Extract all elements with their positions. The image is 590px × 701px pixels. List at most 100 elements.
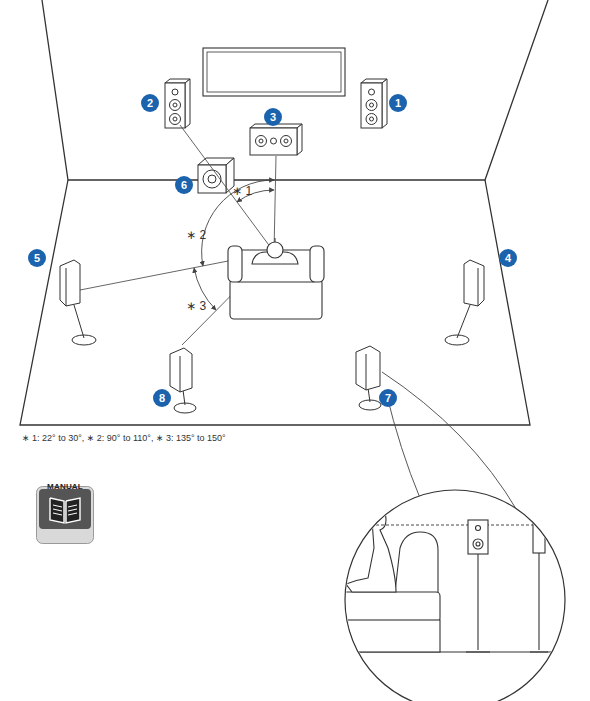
sofa-top-view-part [267, 242, 283, 258]
manual-icon: MANUAL [36, 486, 94, 544]
zoom-circle-part-part [530, 651, 548, 652]
callout-number: 5 [28, 249, 46, 267]
book-line [53, 509, 62, 511]
back-speaker-part [356, 346, 380, 390]
tv-screen-part [207, 52, 341, 92]
center-speaker-part [297, 124, 302, 155]
zoom-circle-part-part [340, 620, 440, 652]
surround-speaker-part [457, 305, 470, 338]
room-walls-part [42, 0, 548, 180]
callout-number: 7 [379, 389, 397, 407]
front-speaker-part [361, 83, 382, 128]
front-speaker-part [370, 103, 374, 107]
back-speaker-part [183, 390, 185, 405]
center-speaker-part [281, 136, 292, 147]
front-speaker [165, 79, 387, 128]
front-speaker-part [366, 114, 377, 125]
angle-lines-part [180, 125, 274, 252]
zoom-circle-part-part [476, 542, 480, 546]
front-speaker-part [172, 89, 178, 95]
subwoofer-part [203, 170, 221, 188]
zoom-circle-part-part [346, 510, 396, 592]
callout-text: 5 [34, 253, 40, 264]
front-speaker-part [170, 100, 181, 111]
subwoofer [198, 158, 234, 193]
front-speaker-part [170, 114, 181, 125]
center-speaker-part [256, 136, 267, 147]
book-page [50, 498, 64, 523]
front-speaker-part [173, 103, 177, 107]
back-speaker-part [170, 348, 192, 392]
callout-number: 8 [153, 389, 171, 407]
icon-panel [39, 489, 91, 529]
back-speaker-part [368, 388, 370, 402]
front-speaker-part [366, 100, 377, 111]
callout-number: 6 [175, 176, 193, 194]
callout-text: 8 [159, 393, 165, 404]
callout-text: 6 [181, 180, 187, 191]
callout-text: 3 [270, 112, 276, 123]
surround-speaker-part [66, 268, 67, 306]
book-line [68, 505, 77, 507]
front-speaker-part [369, 89, 375, 95]
zoom-circle-part-part [466, 651, 490, 652]
footnote-text: ∗ 1: 22° to 30°, ∗ 2: 90° to 110°, ∗ 3: … [22, 434, 226, 444]
book-page [66, 498, 80, 523]
callout-number: 3 [264, 108, 282, 126]
center-speaker-part [259, 139, 263, 143]
manual-icon-shape [36, 486, 94, 544]
subwoofer-part [198, 165, 226, 193]
sofa-top-view [228, 238, 324, 319]
surround-speaker-part [74, 305, 84, 338]
zoom-circle-part-part [477, 554, 478, 650]
book-line [53, 513, 62, 515]
zoom-circle-part-part [468, 520, 488, 554]
front-speaker-part [185, 79, 190, 128]
icon-frame [37, 487, 94, 544]
back-speaker [170, 346, 381, 413]
sofa-top-view-part [230, 279, 322, 319]
callout-text: 7 [385, 393, 391, 404]
back-speaker-part [180, 356, 181, 392]
center-speaker-part [271, 138, 277, 144]
callout-number: 4 [499, 249, 517, 267]
front-speaker-part [370, 117, 374, 121]
callout-number: 2 [141, 94, 159, 112]
center-speaker-part [250, 128, 297, 155]
angle-label: ∗ 2 [186, 229, 206, 242]
zoom-circle-part-part [476, 526, 481, 531]
center-speaker-part [284, 139, 288, 143]
zoom-circle-part-part [473, 539, 483, 549]
zoom-circle-part-part [538, 553, 539, 650]
tv-screen [203, 48, 345, 96]
surround-speaker [60, 260, 484, 345]
back-speaker-part [366, 354, 367, 390]
book-line [68, 509, 77, 511]
front-speaker-part [382, 79, 387, 128]
front-speaker-part [173, 117, 177, 121]
angle-label: ∗ 3 [186, 300, 206, 313]
book-line [53, 505, 62, 507]
subwoofer-part [208, 175, 216, 183]
surround-speaker-part [60, 260, 80, 306]
center-speaker [250, 124, 302, 155]
angle-label: ∗ 1 [232, 185, 252, 198]
surround-speaker-part [464, 260, 484, 306]
zoom-circle-part-part [340, 592, 440, 622]
zoom-leader-part [386, 392, 420, 498]
surround-speaker-part [445, 335, 469, 345]
zoom-circle-part-part [533, 523, 545, 553]
callout-text: 4 [505, 253, 511, 264]
sofa-top-view-part [275, 238, 276, 242]
room-walls [20, 0, 548, 425]
icon-caption: MANUAL [36, 482, 94, 491]
sofa-top-view-part [228, 246, 242, 282]
tv-screen-part [203, 48, 345, 96]
callout-text: 1 [395, 98, 401, 109]
zoom-circle-part-part [376, 525, 548, 526]
callout-number: 1 [389, 94, 407, 112]
zoom-circle [340, 490, 570, 701]
zoom-circle-part [340, 510, 570, 652]
